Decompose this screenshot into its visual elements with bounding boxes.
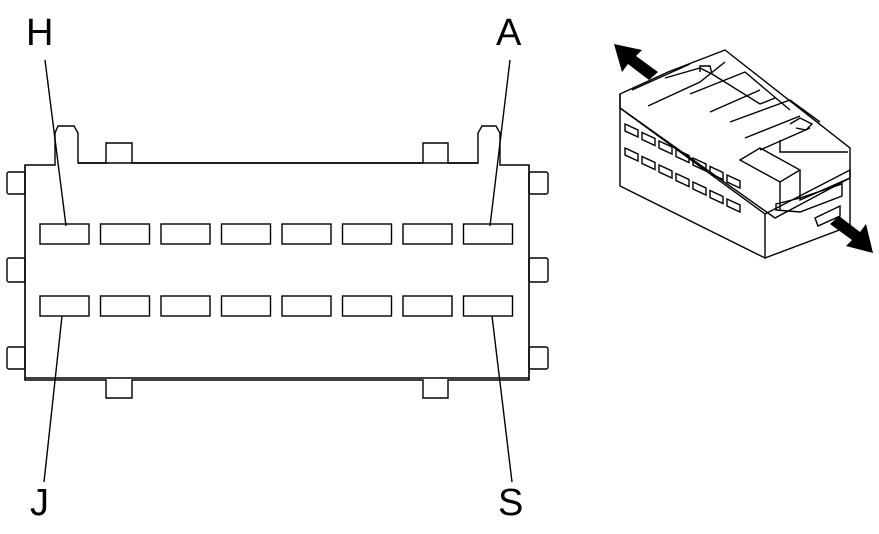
iso-cavity (658, 163, 673, 180)
connector-body-outline (24, 125, 530, 399)
pin-label-j: J (30, 482, 49, 524)
cavity (99, 223, 151, 245)
cavity (39, 223, 90, 245)
connector-face-view (6, 59, 549, 483)
iso-cavity (641, 131, 656, 147)
pin-label-s: S (498, 482, 524, 524)
side-latch (6, 171, 26, 195)
iso-cavity (726, 173, 741, 190)
iso-cavity (658, 139, 673, 156)
side-latch (6, 346, 26, 370)
side-latch (528, 346, 549, 370)
leader-line-h (44, 59, 67, 227)
connector-isometric-view (619, 49, 851, 260)
cavity-row-bottom (39, 295, 514, 317)
iso-right-face (764, 168, 851, 259)
cavity-row-top (39, 223, 514, 245)
side-latch (6, 257, 26, 283)
cavity (281, 295, 332, 317)
cavity (341, 223, 393, 245)
cavity (39, 295, 90, 317)
iso-cavity (709, 165, 724, 181)
cavity (160, 223, 211, 245)
leader-line-a (489, 59, 511, 227)
iso-front-face (619, 94, 766, 260)
iso-cavity (726, 197, 741, 214)
iso-cavity (675, 148, 690, 164)
cavity (402, 223, 453, 245)
iso-cavity (675, 172, 690, 188)
cavity (160, 295, 211, 317)
cavity (220, 295, 272, 317)
cavity (99, 295, 151, 317)
side-latch (528, 171, 549, 195)
arrow-up-left-icon (614, 44, 658, 80)
pin-label-a: A (496, 12, 522, 54)
iso-cavity (641, 155, 656, 171)
leader-line-s (491, 315, 513, 483)
cavity (462, 295, 514, 317)
iso-cavity (709, 189, 724, 205)
iso-cavity (692, 156, 707, 173)
iso-cavity-grid (624, 122, 741, 214)
iso-cavity (692, 180, 707, 197)
iso-cavity (624, 122, 639, 139)
arrow-down-right-icon (830, 216, 873, 253)
pin-label-h: H (26, 12, 54, 54)
cavity (220, 223, 272, 245)
leader-line-j (43, 315, 63, 483)
cavity (341, 295, 393, 317)
cavity (281, 223, 332, 245)
cavity (402, 295, 453, 317)
side-latch (528, 257, 549, 283)
cavity (462, 223, 514, 245)
iso-cavity (624, 146, 639, 163)
